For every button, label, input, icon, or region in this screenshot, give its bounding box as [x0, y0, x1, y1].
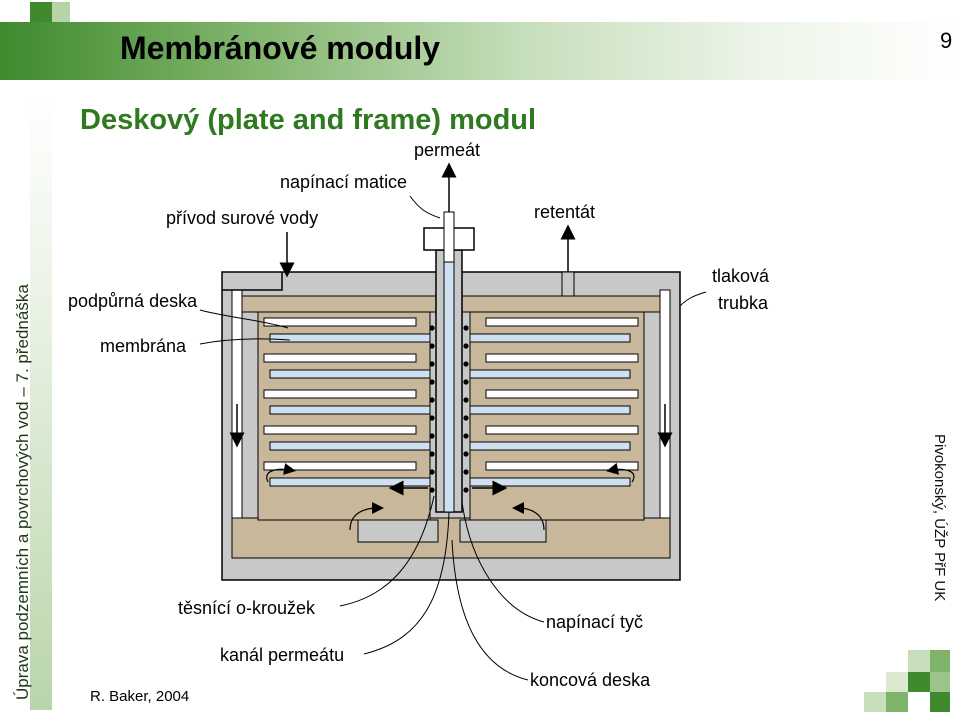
feed-channel [485, 461, 639, 471]
left-decor-strip [30, 96, 52, 710]
feed-channel [263, 425, 417, 435]
o-ring-dot [463, 487, 469, 493]
o-ring-dot [429, 451, 435, 457]
end-plate-body [231, 517, 671, 559]
retentate-outlet-duct [561, 271, 575, 297]
feed-channel [263, 461, 417, 471]
decor-square [886, 672, 908, 692]
leader-membrane [199, 338, 291, 345]
membrane-permeate-channel [269, 333, 431, 343]
leader-tension-nut [409, 195, 441, 219]
o-ring-dot [429, 325, 435, 331]
o-ring-dot [463, 343, 469, 349]
label-permeate: permeát [414, 140, 481, 160]
label-pressure-tube-line1: tlaková [712, 266, 770, 286]
return-flow-left [266, 463, 296, 483]
feed-channel [485, 425, 639, 435]
header-bar [0, 22, 960, 80]
decor-square [930, 650, 950, 672]
membrane-permeate-channel [469, 333, 631, 343]
label-support-plate: podpůrná deska [68, 291, 198, 311]
o-ring-dot [463, 379, 469, 385]
inlet-flow-left [349, 502, 384, 531]
decor-square [30, 2, 52, 24]
o-ring-seals [429, 325, 469, 493]
left-plate-stack [257, 311, 431, 521]
label-membrane: membrána [100, 336, 187, 356]
permeate-outlet-tube [443, 211, 455, 263]
label-tension-rod: napínací tyč [546, 612, 644, 632]
membrane-permeate-channel [269, 441, 431, 451]
o-ring-dot [463, 433, 469, 439]
leader-pressure-tube [679, 291, 707, 307]
decor-square [52, 2, 70, 22]
leader-end-plate [451, 539, 529, 681]
return-flow-right [606, 462, 635, 483]
o-ring-dot [463, 397, 469, 403]
membrane-permeate-channel [469, 477, 631, 487]
label-o-ring: těsnící o-kroužek [178, 598, 316, 618]
membrane-permeate-channel [469, 405, 631, 415]
decor-square [930, 672, 950, 692]
label-tension-nut: napínací matice [280, 172, 408, 192]
figure-credit: R. Baker, 2004 [90, 688, 190, 705]
o-ring-dot [463, 415, 469, 421]
membrane-permeate-channel [469, 369, 631, 379]
feed-channel [485, 353, 639, 363]
end-plate-block-left [357, 519, 439, 543]
o-ring-dot [463, 469, 469, 475]
leader-support-plate [199, 309, 289, 329]
decor-square [864, 692, 886, 712]
decor-square [908, 650, 930, 672]
o-ring-dot [429, 487, 435, 493]
raw-water-inlet-duct [222, 272, 283, 291]
membrane-permeate-channel [269, 405, 431, 415]
decor-square [908, 672, 930, 692]
o-ring-dot [429, 433, 435, 439]
label-pressure-tube-line2: trubka [718, 293, 769, 313]
o-ring-dot [429, 379, 435, 385]
membrane-permeate-channel [269, 369, 431, 379]
o-ring-dot [463, 361, 469, 367]
feed-channel [263, 317, 417, 327]
end-plate-block-right [459, 519, 547, 543]
page-number: 9 [940, 28, 953, 53]
o-ring-dot [429, 469, 435, 475]
o-ring-dot [463, 325, 469, 331]
label-retentate: retentát [534, 202, 596, 222]
slide-title: Membránové moduly [120, 30, 441, 66]
decor-square [930, 692, 950, 712]
leader-o-ring [339, 495, 435, 607]
feed-channel [485, 389, 639, 399]
label-end-plate: koncová deska [530, 670, 651, 690]
membrane-permeate-channel [269, 477, 431, 487]
membrane-channels [263, 317, 639, 487]
label-raw-water-inlet: přívod surové vody [166, 208, 319, 228]
feed-channel [263, 353, 417, 363]
o-ring-dot [429, 343, 435, 349]
o-ring-dot [429, 415, 435, 421]
feed-channel [263, 389, 417, 399]
leader-tension-rod [461, 501, 545, 623]
decor-square [886, 692, 908, 712]
label-permeate-channel: kanál permeátu [220, 645, 345, 665]
right-plate-stack [469, 311, 645, 521]
membrane-permeate-channel [469, 441, 631, 451]
slide-subtitle: Deskový (plate and frame) modul [80, 104, 537, 136]
feed-channel [485, 317, 639, 327]
outlet-flow-right [512, 502, 545, 531]
o-ring-dot [429, 397, 435, 403]
o-ring-dot [463, 451, 469, 457]
leader-permeate-channel [363, 511, 450, 655]
o-ring-dot [429, 361, 435, 367]
